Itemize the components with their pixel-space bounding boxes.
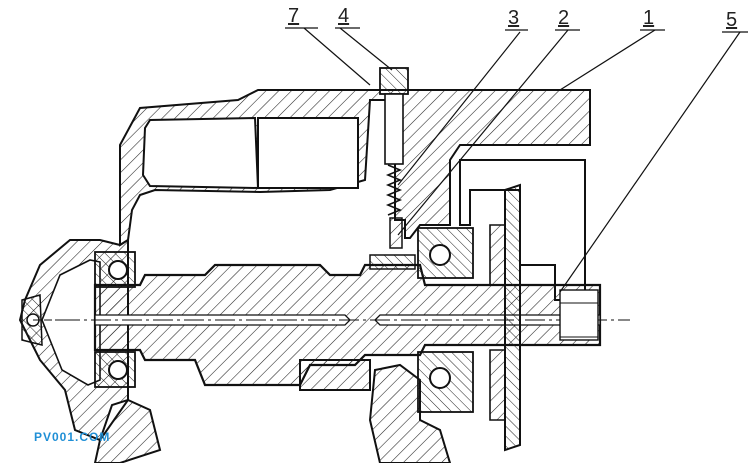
callout-2: 2 (558, 7, 570, 29)
gear-flange (489, 183, 521, 452)
bearing-left-bottom (94, 351, 136, 388)
housing-upper (119, 89, 591, 301)
leader-1 (559, 29, 656, 91)
callout-4: 4 (338, 5, 350, 27)
leader-7 (303, 27, 371, 86)
callout-1: 1 (643, 7, 655, 29)
main-shaft (60, 263, 630, 387)
callout-5: 5 (726, 9, 738, 31)
leader-5 (559, 31, 741, 293)
housing-lower (93, 359, 452, 463)
bearing-left-top (94, 251, 136, 288)
bearing-right-bottom (417, 351, 474, 413)
callout-3: 3 (508, 7, 520, 29)
leader-3 (397, 31, 521, 186)
leader-lines (285, 27, 748, 293)
bearing-right-top (417, 227, 474, 279)
detent-pin-assembly (369, 67, 416, 270)
leader-2 (397, 29, 569, 236)
leader-4 (339, 27, 393, 71)
watermark: PV001.COM (34, 430, 111, 444)
callout-7: 7 (288, 5, 300, 27)
